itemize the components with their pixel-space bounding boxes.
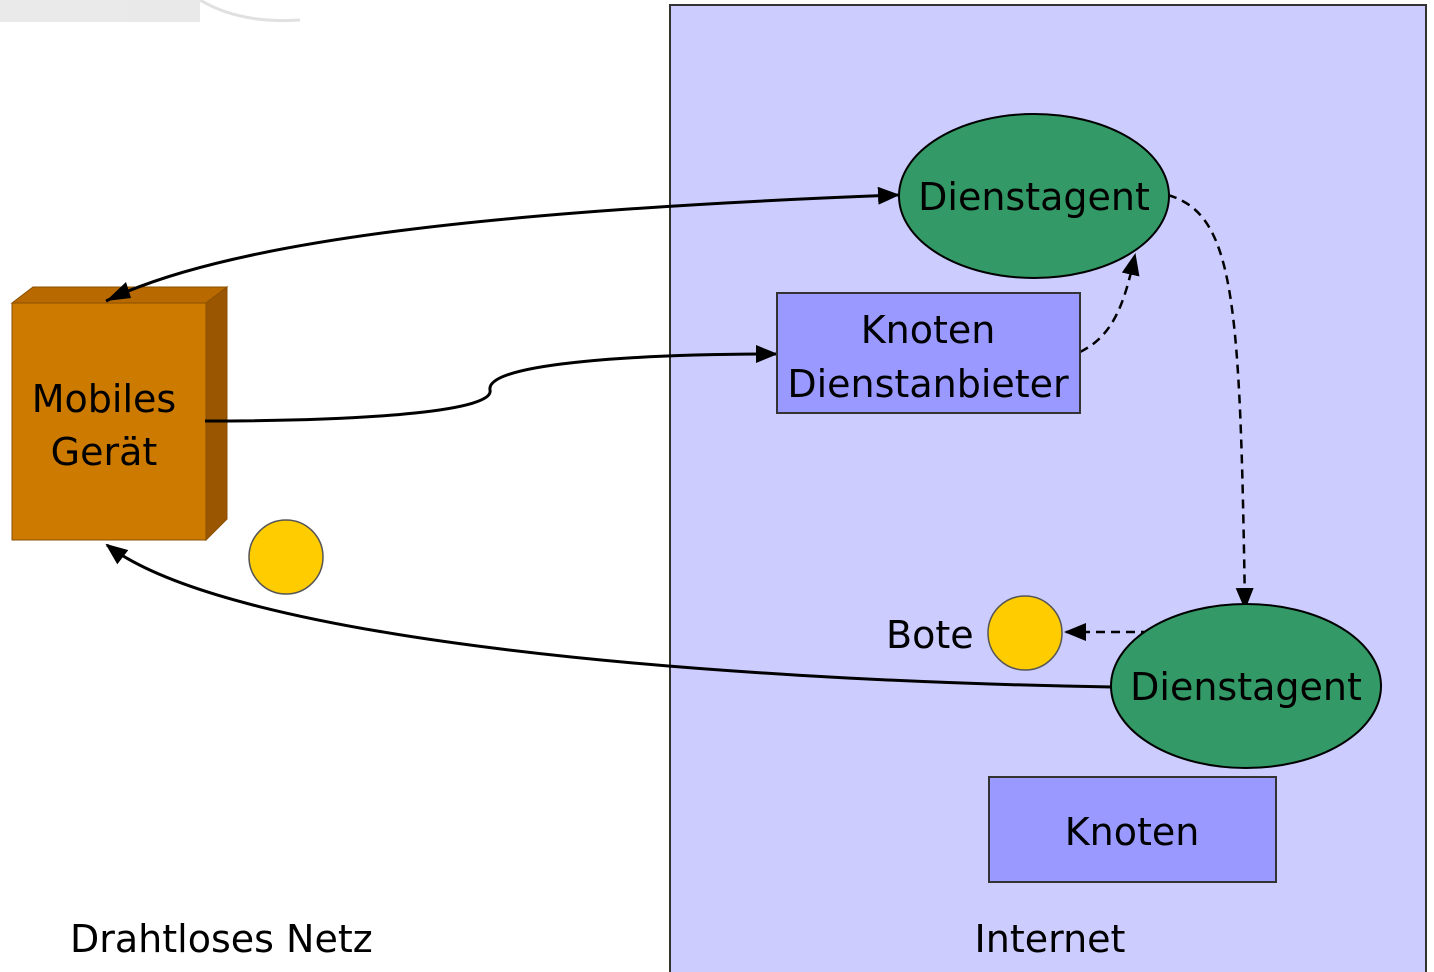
messenger-circle-right [987, 595, 1063, 671]
arrow-device-to-provider [204, 345, 778, 423]
arrowhead-at-device-top [106, 282, 131, 301]
messenger-label: Bote [886, 613, 974, 657]
service-agent-bottom-label: Dienstagent [1130, 665, 1362, 709]
provider-node-box [776, 292, 1081, 414]
internet-label: Internet [975, 917, 1126, 961]
arrow-device-to-agent-top [105, 186, 900, 303]
plain-node-box [988, 776, 1277, 883]
messenger-circle-left [248, 519, 324, 595]
provider-node-label-2: Dienstanbieter [787, 362, 1069, 406]
mobile-device-label-1: Mobiles [32, 377, 176, 421]
service-agent-bottom [1110, 603, 1382, 769]
plain-node-label: Knoten [1065, 810, 1200, 854]
wireless-network-label: Drahtloses Netz [70, 917, 373, 961]
dashed-agent-top-to-agent-bottom [1167, 193, 1254, 610]
header-decoration [0, 0, 301, 23]
arrow-agent-bottom-to-device [105, 543, 1113, 689]
service-agent-top-label: Dienstagent [918, 175, 1150, 219]
provider-node-label-1: Knoten [861, 308, 996, 352]
mobile-device [10, 285, 229, 542]
service-agent-top [898, 113, 1170, 279]
mobile-device-label-2: Gerät [51, 430, 158, 474]
dashed-provider-to-agent-top [1079, 253, 1140, 354]
